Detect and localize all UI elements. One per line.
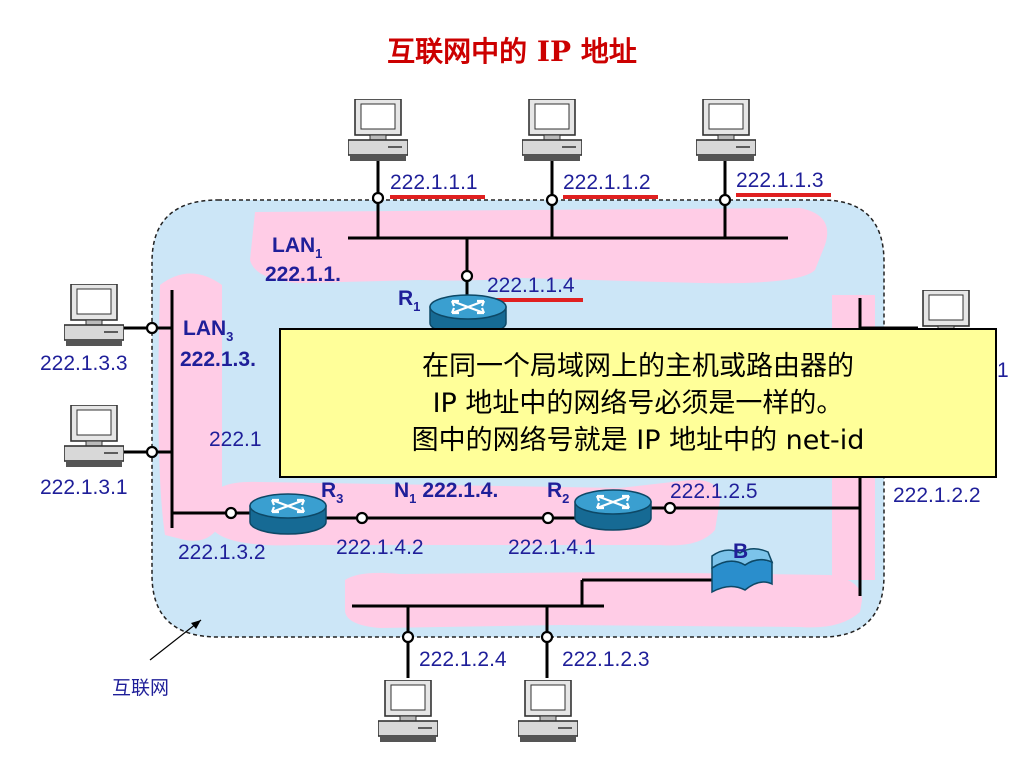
lan3-net: 222.1.3. <box>180 348 256 371</box>
host-computer-icon <box>64 405 124 467</box>
router-r2-label: R2 <box>547 479 569 506</box>
host-computer-icon <box>378 680 438 742</box>
ip-label: 222.1.4.2 <box>336 536 424 559</box>
ip-label: 222.1.2.2 <box>893 484 981 507</box>
ip-label: 222.1.1.1 <box>390 171 478 194</box>
ip-label: 222.1.3.1 <box>40 476 128 499</box>
router-r1-label: R1 <box>398 287 420 314</box>
bridge-icon <box>711 548 774 594</box>
ip-label: 222.1.1.4 <box>487 274 575 297</box>
host-computer-icon <box>518 680 578 742</box>
ip-label: 222.1.1.3 <box>736 169 824 192</box>
bridge-label: B <box>733 540 748 563</box>
router-r3-label: R3 <box>321 479 343 506</box>
callout-line: IP 地址中的网络号必须是一样的。 <box>432 387 844 419</box>
lan3-label: LAN3 <box>183 317 233 344</box>
callout-line: 图中的网络号就是 IP 地址中的 net-id <box>411 424 865 456</box>
ip-label: 222.1.4.1 <box>508 536 596 559</box>
callout-line: 在同一个局域网上的主机或路由器的 <box>422 350 854 382</box>
ip-label: 222.1.1.2 <box>563 171 651 194</box>
router-r3-icon <box>248 492 328 536</box>
ip-label: 1 <box>997 359 1009 382</box>
lan1-label: LAN1 <box>272 234 322 261</box>
ip-label: 222.1.3.3 <box>40 352 128 375</box>
ip-label: 222.1.2.5 <box>670 480 758 503</box>
cloud-pointer <box>149 619 202 661</box>
host-computer-icon <box>348 99 408 161</box>
cloud-label: 互联网 <box>112 677 169 699</box>
ip-label: 222.1.3.2 <box>178 541 266 564</box>
cloud-pointer-arrowhead <box>191 620 201 629</box>
host-computer-icon <box>696 99 756 161</box>
ip-label: 222.1.2.4 <box>419 648 507 671</box>
ip-label: 222.1 <box>209 428 262 451</box>
page-title: 互联网中的 IP 地址 <box>387 35 637 68</box>
router-r2-icon <box>573 488 653 532</box>
ip-underlines <box>390 193 831 302</box>
interface-points <box>145 191 732 644</box>
host-computer-icon <box>522 99 582 161</box>
host-computer-icon <box>64 284 124 346</box>
callout-box: 在同一个局域网上的主机或路由器的 IP 地址中的网络号必须是一样的。 图中的网络… <box>279 328 997 478</box>
ip-label: 222.1.2.3 <box>562 648 650 671</box>
lan1-net: 222.1.1. <box>265 263 341 286</box>
